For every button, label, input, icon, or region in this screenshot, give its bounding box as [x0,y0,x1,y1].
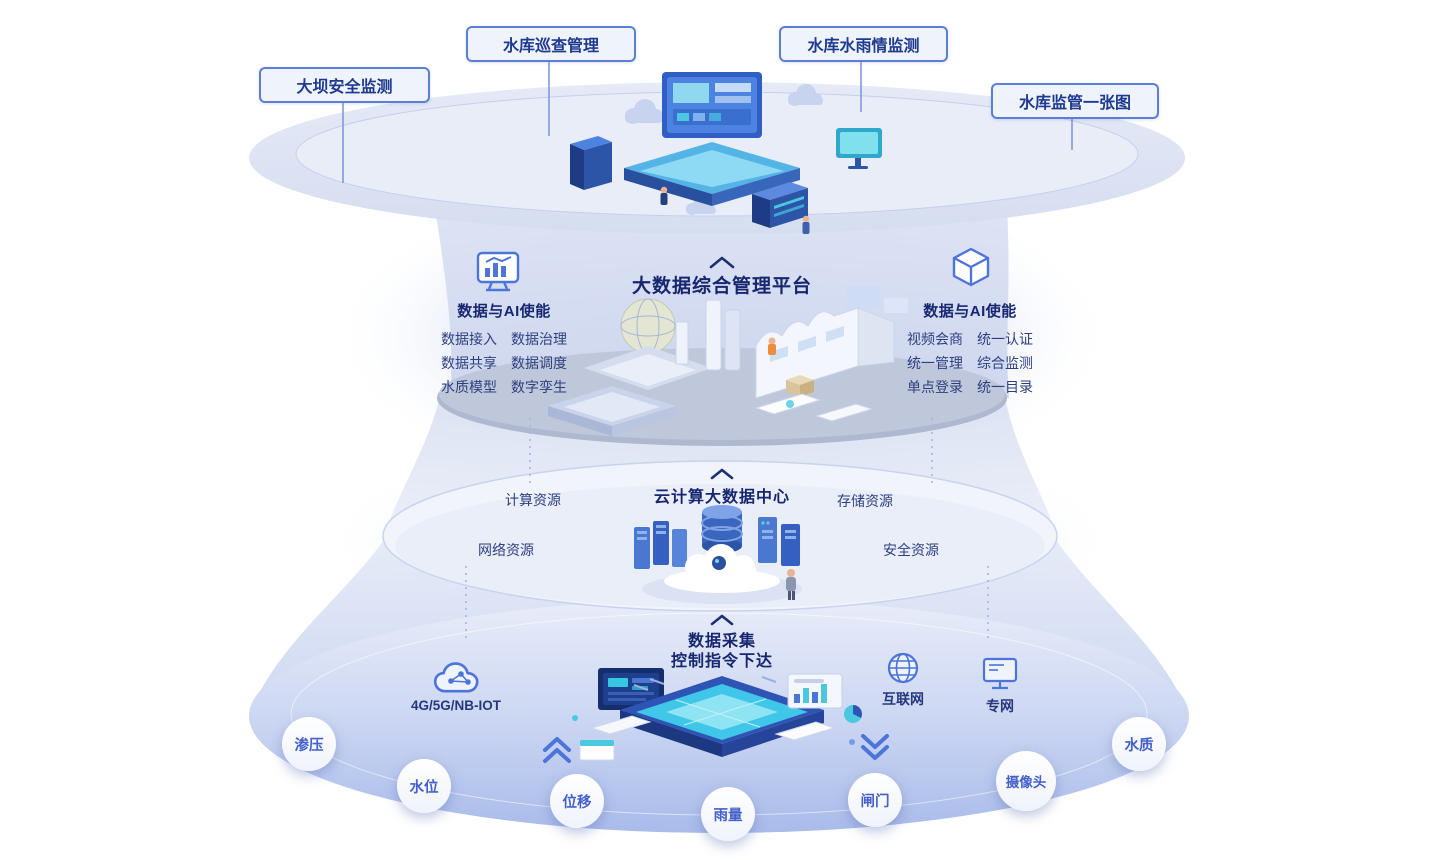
panel-item: 数据接入 [441,331,497,347]
dashboard-screen [662,72,762,138]
resource-label-storage: 存储资源 [837,493,893,509]
sensor-label: 水位 [409,779,439,796]
double-chevron-down [861,734,889,760]
panel-item: 数据治理 [511,331,567,347]
panel-item: 数字孪生 [511,379,567,395]
resource-label-security: 安全资源 [883,542,939,558]
left-panel-title: 数据与AI使能 [457,303,551,320]
cloud-iot-icon [433,662,479,693]
server-stack [752,182,808,228]
panel-row: 统一管理 综合监测 [892,353,1048,373]
sensor-bubble-water-quality: 水质 [1112,717,1166,771]
sensor-label: 雨量 [713,807,743,824]
sensor-bubble-displacement: 位移 [550,774,604,828]
panel-row: 视频会商 统一认证 [892,329,1048,349]
panel-item: 统一管理 [907,355,963,371]
double-chevron-up [543,737,571,763]
sensor-label: 闸门 [860,793,890,810]
network-label-internet: 互联网 [882,691,924,707]
panel-row: 单点登录 统一目录 [892,377,1048,397]
sensor-bubble-seepage: 渗压 [282,717,336,771]
panel-item: 数据共享 [441,355,497,371]
sensor-label: 摄像头 [1005,775,1047,790]
right-panel-title: 数据与AI使能 [923,303,1017,320]
panel-item: 统一认证 [977,331,1033,347]
panel-item: 水质模型 [441,379,497,395]
layer-connector-dots [465,418,989,642]
platform-layer-title: 大数据综合管理平台 [631,276,813,297]
app-label-rain-monitoring: 水库水雨情监测 [779,26,948,62]
application-layer-illustration [570,72,882,234]
left-capability-panel: 数据与AI使能 数据接入 数据治理 数据共享 数据调度 水质模型 数字孪生 [424,300,584,401]
resource-label-network: 网络资源 [478,542,534,558]
panel-row: 水质模型 数字孪生 [424,377,584,397]
sensor-bubble-gate: 闸门 [848,773,902,827]
app-label-inspection: 水库巡查管理 [466,26,636,62]
sensor-label: 水质 [1124,737,1154,754]
resource-label-compute: 计算资源 [505,492,561,508]
network-label-4g5g: 4G/5G/NB-IOT [410,698,502,713]
collection-title-line2: 控制指令下达 [670,653,774,670]
panel-row: 数据共享 数据调度 [424,353,584,373]
sensor-bubble-camera: 摄像头 [996,751,1056,811]
cube-icon [952,247,990,287]
collection-layer-illustration [572,668,862,761]
right-capability-panel: 数据与AI使能 视频会商 统一认证 统一管理 综合监测 单点登录 统一目录 [892,300,1048,401]
sensor-bubble-rainfall: 雨量 [701,787,755,841]
desktop-icon [982,657,1018,690]
panel-item: 综合监测 [977,355,1033,371]
app-label-one-map: 水库监管一张图 [991,83,1159,119]
network-label-private: 专网 [986,698,1014,714]
app-label-dam-safety: 大坝安全监测 [259,67,430,103]
panel-row: 数据接入 数据治理 [424,329,584,349]
cloud-layer-illustration [634,505,802,604]
monitor-chart-icon [476,251,520,292]
cloud-layer-title: 云计算大数据中心 [653,489,791,506]
sensor-label: 渗压 [294,737,324,754]
layer-up-chevrons [709,256,735,626]
app-label-connectors [342,58,1073,183]
platform-layer-illustration [548,286,908,436]
panel-item: 统一目录 [977,379,1033,395]
panel-item: 单点登录 [907,379,963,395]
sensor-bubble-water-level: 水位 [397,759,451,813]
collection-title-line1: 数据采集 [687,633,757,650]
sensor-label: 位移 [562,794,592,811]
globe-icon [887,652,919,684]
panel-item: 数据调度 [511,355,567,371]
panel-item: 视频会商 [907,331,963,347]
